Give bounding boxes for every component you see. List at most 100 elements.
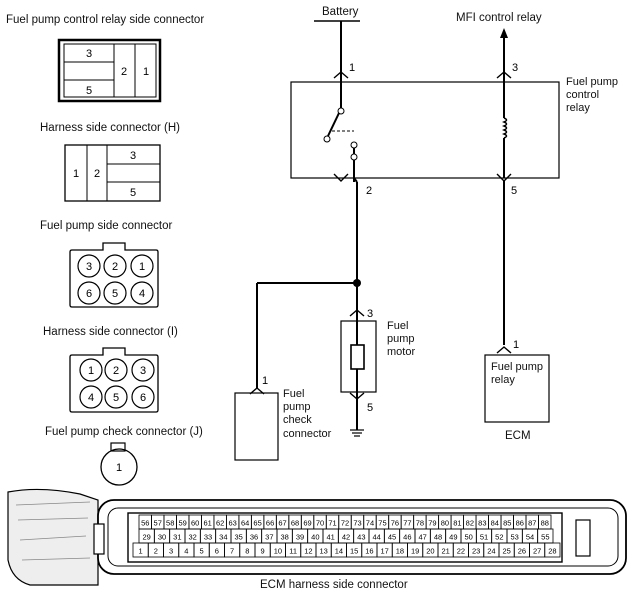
ecm-pin-label: 39 [296,533,304,542]
ecm-pin-label: 87 [528,519,536,528]
pin-label: 5 [112,288,118,300]
ecm-pin-label: 38 [280,533,288,542]
ecm-pin-label: 30 [158,533,166,542]
pin-label: 4 [88,392,94,404]
pin-label: 3 [86,48,92,60]
ecm-pin-label: 50 [464,533,472,542]
pin-label: 3 [367,308,373,320]
ecm-pin-label: 58 [166,519,174,528]
pin-label: 2 [113,365,119,377]
ecm-pin-label: 69 [303,519,311,528]
ecm-pin-label: 5 [200,547,204,556]
ecm-pin-label: 54 [526,533,534,542]
pin-label: 1 [116,462,122,474]
ecm-pin-label: 2 [154,547,158,556]
ecm-pin-label: 62 [216,519,224,528]
ecm-pin-label: 83 [478,519,486,528]
control-relay-label: Fuel pump control relay [566,76,618,115]
battery-label: Battery [322,6,359,18]
ecm-pin-label: 59 [179,519,187,528]
relay-box [290,81,560,179]
ecm-pin-label: 21 [441,547,449,556]
ecm-pin-label: 60 [191,519,199,528]
pin-label: 5 [130,187,136,199]
ecm-pin-label: 15 [350,547,358,556]
ecm-pin-label: 33 [204,533,212,542]
ecm-connector-title: ECM harness side connector [260,579,408,591]
ecm-pin-label: 75 [378,519,386,528]
ecm-pin-label: 67 [278,519,286,528]
ecm-pin-label: 79 [428,519,436,528]
ecm-pin-label: 29 [142,533,150,542]
pin-label: 2 [94,168,100,180]
ecm-pin-label: 76 [391,519,399,528]
pin-label: 2 [366,185,372,197]
ecm-pin-label: 19 [411,547,419,556]
pump-side-connector-title: Fuel pump side connector [40,220,173,232]
ecm-pin-label: 70 [316,519,324,528]
ecm-pin-label: 25 [502,547,510,556]
ecm-pin-label: 26 [518,547,526,556]
pin-label: 1 [139,261,145,273]
pin-label: 4 [139,288,145,300]
ecm-pin-label: 16 [365,547,373,556]
ecm-pin-label: 32 [188,533,196,542]
ecm-label: ECM [505,430,531,442]
ecm-pin-label: 12 [304,547,312,556]
ecm-pin-label: 49 [449,533,457,542]
ecm-pin-label: 81 [453,519,461,528]
ecm-pin-label: 24 [487,547,495,556]
ecm-pin-label: 80 [441,519,449,528]
fuel-pump-motor-label: Fuel pump motor [387,320,416,359]
ecm-pin-label: 57 [154,519,162,528]
ecm-pin-label: 44 [372,533,380,542]
ecm-pin-label: 53 [510,533,518,542]
ecm-pin-label: 28 [548,547,556,556]
ecm-pin-cell [544,542,561,558]
harness-i-connector-title: Harness side connector (I) [43,326,178,338]
ecm-pin-label: 52 [495,533,503,542]
ecm-pin-label: 66 [266,519,274,528]
pump-side-connector: 3 2 1 6 5 4 [69,242,159,308]
ecm-pin-label: 84 [491,519,499,528]
ecm-pin-label: 72 [341,519,349,528]
ecm-pin-label: 51 [480,533,488,542]
ecm-pin-label: 20 [426,547,434,556]
pin-label: 3 [130,150,136,162]
ecm-pin-label: 37 [265,533,273,542]
pin-label: 5 [86,85,92,97]
ecm-pin-label: 43 [357,533,365,542]
ecm-pin-label: 46 [403,533,411,542]
ecm-pin-label: 10 [274,547,282,556]
ecm-pin-label: 55 [541,533,549,542]
ecm-pin-label: 65 [253,519,261,528]
ecm-pin-label: 8 [245,547,249,556]
pin-label: 2 [121,66,127,78]
ecm-pin-label: 3 [169,547,173,556]
harness-i-connector: 1 2 3 4 5 6 [69,347,159,413]
ecm-pin-label: 23 [472,547,480,556]
ecm-pin-label: 78 [416,519,424,528]
ecm-fuel-pump-relay-label: Fuel pump relay [491,361,543,387]
ecm-pin-label: 73 [353,519,361,528]
pin-label: 5 [113,392,119,404]
ecm-pin-label: 86 [516,519,524,528]
pin-label: 3 [512,62,518,74]
ecm-pin-label: 77 [403,519,411,528]
ecm-pin-label: 1 [139,547,143,556]
check-connector-title: Fuel pump check connector (J) [45,426,203,438]
ecm-pin-label: 74 [366,519,374,528]
ecm-pin-label: 11 [289,547,297,556]
ecm-pin-label: 71 [328,519,336,528]
ecm-pin-label: 82 [466,519,474,528]
ecm-pin-label: 42 [342,533,350,542]
pin-label: 6 [140,392,146,404]
pin-label: 5 [367,402,373,414]
ecm-pin-label: 13 [319,547,327,556]
ecm-pin-label: 56 [141,519,149,528]
ecm-pin-label: 34 [219,533,227,542]
ecm-pin-label: 27 [533,547,541,556]
ecm-pin-label: 48 [434,533,442,542]
